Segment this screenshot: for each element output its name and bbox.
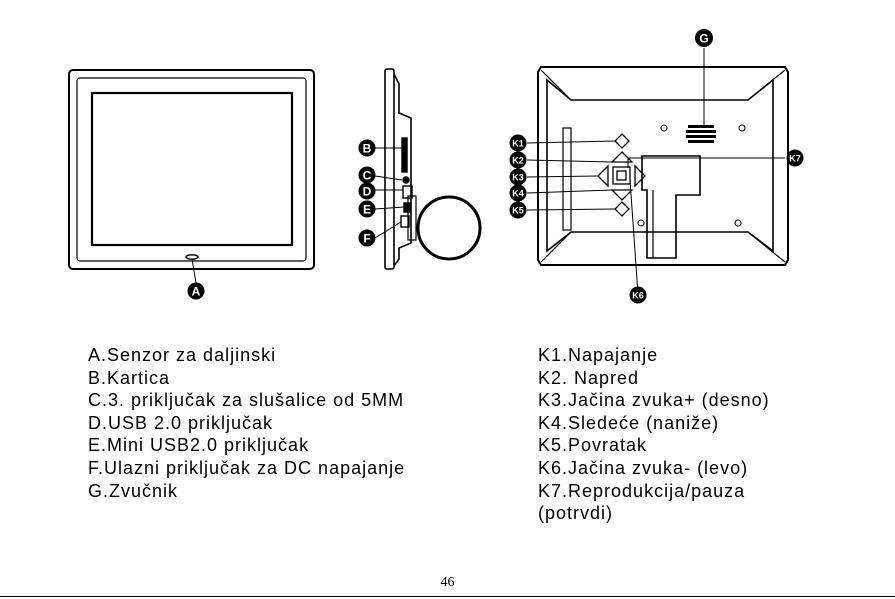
callout-k7-label: K7 — [789, 154, 801, 164]
callout-k2: K2 — [509, 151, 527, 169]
callout-e-label: E — [363, 203, 371, 217]
legend-item-b: B.Kartica — [88, 367, 171, 388]
button-left — [597, 164, 609, 188]
bevel-br — [747, 231, 786, 263]
back-outer-shell — [537, 66, 789, 266]
legend-item-c: C.3. priključak za slušalice od 5MM — [88, 390, 405, 411]
front-screen — [90, 91, 294, 247]
bevel-tl — [540, 69, 572, 101]
callout-k3-label: K3 — [512, 173, 524, 183]
legend-item-k2: K2. Napred — [538, 367, 640, 388]
leader-a — [191, 258, 197, 284]
callout-k3: K3 — [509, 168, 527, 186]
callout-k5: K5 — [509, 201, 527, 219]
legend-item-k4: K4.Sledeće (naniže) — [538, 412, 720, 433]
button-power — [614, 133, 630, 149]
callout-c-label: C — [363, 169, 372, 183]
remote-sensor-window — [185, 254, 199, 260]
callout-a: A — [187, 282, 205, 300]
legend-item-d: D.USB 2.0 priključak — [88, 412, 274, 433]
bevel-bl — [540, 231, 572, 263]
callout-k5-label: K5 — [512, 206, 524, 216]
callout-k4-label: K4 — [512, 189, 524, 199]
callout-k6-label: K6 — [632, 291, 644, 301]
leader-f — [374, 221, 402, 239]
callout-c: C — [358, 166, 376, 184]
legend-item-k7-cont: (potrvdi) — [538, 503, 614, 524]
front-frame-inner — [76, 77, 307, 262]
legend-item-k1: K1.Napajanje — [538, 345, 659, 365]
dc-jack — [400, 215, 410, 228]
button-up — [610, 151, 634, 163]
stand-disc — [416, 195, 482, 261]
side-back-shell — [393, 73, 412, 267]
callout-a-label: A — [192, 285, 201, 299]
callout-g-label: G — [699, 32, 708, 46]
callout-d-label: D — [363, 185, 372, 199]
bevel-tr — [747, 69, 786, 101]
callout-b-label: B — [363, 142, 372, 156]
legend-item-a: A.Senzor za daljinski — [88, 345, 277, 365]
headphone-jack — [402, 176, 410, 184]
legend-item-k3: K3.Jačina zvuka+ (desno) — [538, 390, 770, 411]
button-back — [614, 201, 630, 217]
callout-e: E — [358, 200, 376, 218]
side-view — [374, 68, 482, 270]
front-frame-outer — [68, 69, 315, 270]
back-view — [526, 48, 789, 295]
stand-foot — [407, 195, 417, 241]
callout-d: D — [358, 182, 376, 200]
callout-k7: K7 — [786, 149, 804, 167]
button-center-inner — [616, 170, 627, 181]
callout-k2-label: K2 — [512, 156, 524, 166]
leader-c — [374, 175, 403, 181]
callout-f: F — [358, 229, 376, 247]
callout-k1-label: K1 — [512, 139, 524, 149]
page-number: 46 — [440, 575, 455, 590]
legend-item-k5: K5.Povratak — [538, 435, 648, 456]
callout-b: B — [358, 139, 376, 157]
callout-f-label: F — [363, 232, 370, 246]
card-slot — [401, 137, 408, 173]
callout-k4: K4 — [509, 184, 527, 202]
leader-e — [374, 206, 405, 210]
callout-k1: K1 — [509, 134, 527, 152]
legend-left: A.Senzor za daljinski B.Kartica C.3. pri… — [88, 344, 405, 502]
button-center — [612, 166, 631, 185]
back-leaders — [526, 48, 785, 295]
legend-right: K1.Napajanje K2. Napred K3.Jačina zvuka+… — [538, 344, 770, 525]
legend-item-k7: K7.Reprodukcija/pauza — [538, 480, 746, 501]
button-right — [634, 164, 646, 188]
legend-item-g: G.Zvučnik — [88, 480, 179, 501]
legend-item-k6: K6.Jačina zvuka- (levo) — [538, 457, 749, 478]
front-view — [68, 69, 315, 284]
callout-k6: K6 — [629, 286, 647, 304]
side-frame — [384, 68, 395, 270]
legend-item-e: E.Mini USB2.0 priključak — [88, 435, 310, 456]
button-down — [610, 189, 634, 201]
legend-item-f: F.Ulazni priključak za DC napajanje — [88, 457, 406, 478]
speaker-grille — [686, 125, 716, 143]
callout-g: G — [695, 29, 713, 47]
screw-holes — [637, 124, 746, 227]
back-side-groove — [562, 127, 572, 231]
mini-usb-port — [403, 202, 411, 213]
stand-mount — [641, 155, 701, 259]
bottom-rule — [0, 596, 895, 597]
back-buttons — [597, 133, 646, 217]
